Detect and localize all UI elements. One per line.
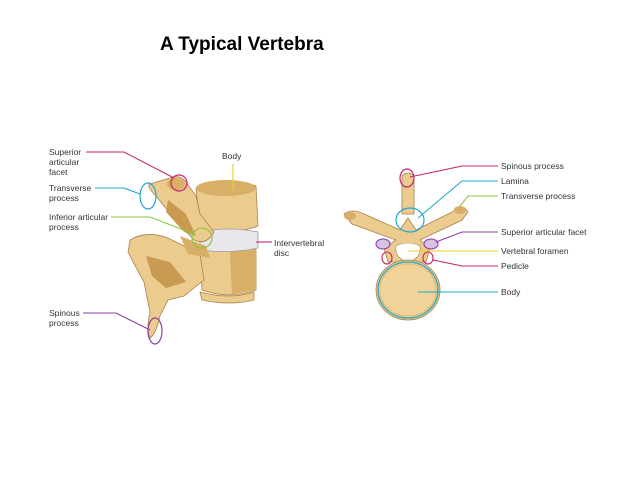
superior-articular-facet-highlight-left [375, 238, 391, 250]
body-highlight-superior [377, 261, 439, 319]
label-transverse-process-superior: Transverse process [501, 191, 575, 201]
transverse-process-leader [95, 187, 141, 195]
label-superior-articular-facet-superior: Superior articular facet [501, 227, 587, 237]
vertebra-superior-illustration [343, 172, 469, 321]
inferior-articular-process-highlight [191, 227, 213, 249]
spinous-process-leader [83, 312, 151, 331]
label-lamina: Lamina [501, 176, 529, 186]
page-title: A Typical Vertebra [160, 34, 324, 55]
lateral-view: Superior articular facet Transverse proc… [49, 147, 326, 345]
intervertebral-disc-illustration [199, 228, 259, 252]
lamina-leader [417, 180, 498, 219]
transverse-process-highlight [139, 182, 157, 210]
lamina-highlight [395, 207, 425, 233]
pedicle-highlight-left [381, 251, 393, 265]
label-pedicle: Pedicle [501, 261, 529, 271]
upper-posterior-elements-illustration [148, 176, 215, 243]
superior-view: Spinous process Lamina Transverse proces… [343, 161, 587, 321]
spinous-process-highlight [147, 317, 163, 345]
pedicle-highlight-right [422, 251, 434, 265]
vertebral-bodies-illustration [195, 180, 259, 304]
superior-articular-facet-leader-superior [435, 231, 498, 243]
label-spinous-process-lateral: Spinous process [49, 308, 82, 328]
label-transverse-process: Transverse process [49, 183, 94, 203]
spinous-process-leader-superior [409, 165, 498, 178]
transverse-process-leader-superior [459, 195, 498, 207]
superior-articular-facet-highlight [170, 174, 188, 192]
superior-articular-facet-highlight-right [423, 238, 439, 250]
inferior-articular-process-leader [111, 216, 195, 235]
label-intervertebral-disc: Intervertebral disc [274, 238, 326, 258]
superior-articular-facet-leader [86, 151, 175, 179]
spinous-process-highlight-superior [399, 168, 415, 188]
label-body-lateral: Body [222, 151, 242, 161]
label-inferior-articular-process: Inferior articular process [49, 212, 110, 232]
label-vertebral-foramen: Vertebral foramen [501, 246, 569, 256]
lower-posterior-elements-illustration [127, 234, 210, 339]
label-superior-articular-facet: Superior articular facet [49, 147, 84, 177]
label-body-superior: Body [501, 287, 521, 297]
label-spinous-process-superior: Spinous process [501, 161, 564, 171]
pedicle-leader [432, 259, 498, 267]
